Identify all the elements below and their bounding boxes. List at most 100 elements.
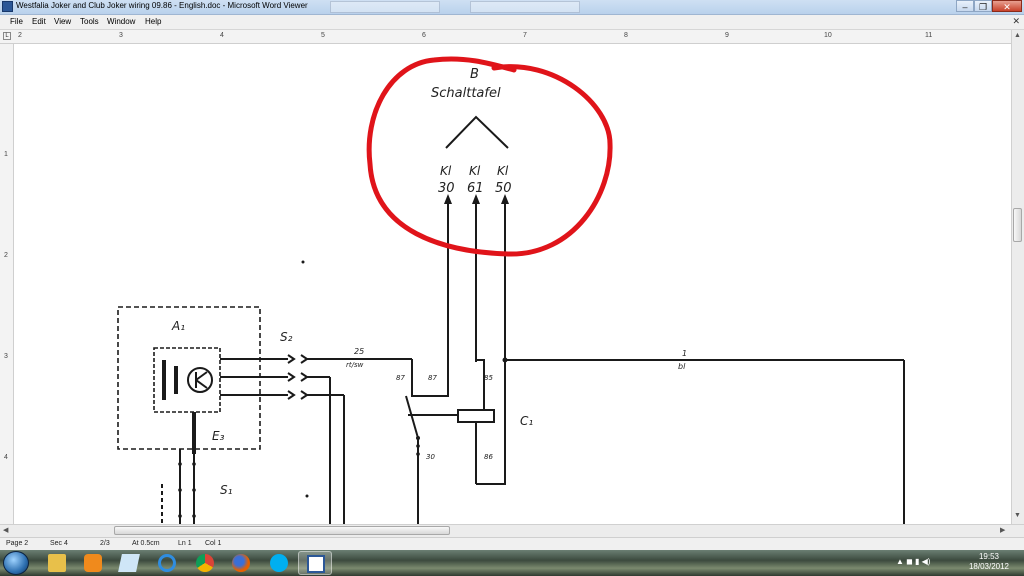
taskbar-explorer[interactable]	[40, 551, 74, 575]
chrome-icon	[196, 554, 214, 572]
pin-87a: 87	[396, 374, 405, 382]
arrow-kl30	[444, 194, 452, 204]
media-player-icon	[84, 554, 102, 572]
page-speck	[301, 260, 305, 264]
firefox-icon	[232, 554, 250, 572]
menu-help[interactable]: Help	[145, 17, 162, 26]
taskbar-internet-explorer[interactable]	[150, 551, 184, 575]
horizontal-ruler[interactable]: L 2 3 4 5 6 7 8 9 10 11	[0, 30, 1024, 44]
scroll-up-icon[interactable]: ▲	[1014, 32, 1021, 39]
ruler-number: 2	[18, 32, 22, 39]
word-viewer-icon	[307, 555, 325, 573]
clock-time: 19:53	[978, 552, 1000, 561]
ruler-number: 9	[725, 32, 729, 39]
start-orb-icon[interactable]	[3, 551, 29, 575]
red-circle-annotation	[366, 56, 613, 257]
minimize-button[interactable]: –	[956, 0, 974, 12]
status-bar: Page 2 Sec 4 2/3 At 0.5cm Ln 1 Col 1	[0, 537, 1024, 551]
tab-selector[interactable]: L	[3, 32, 11, 40]
skype-icon	[270, 554, 288, 572]
scroll-left-icon[interactable]: ◀	[3, 527, 9, 534]
label-s1: S₁	[220, 483, 233, 497]
background-window-tab	[470, 1, 580, 13]
arrow-kl61	[472, 194, 480, 204]
system-tray-icons[interactable]: ▲ ◼ ▮ ◀)	[896, 557, 931, 566]
pin-30: 30	[426, 453, 435, 461]
ruler-number: 1	[4, 151, 8, 158]
title-bar: Westfalia Joker and Club Joker wiring 09…	[0, 0, 1024, 15]
pin-86: 86	[484, 453, 493, 461]
transistor-leads	[195, 371, 208, 389]
taskbar-notepad[interactable]	[112, 551, 146, 575]
status-line: Ln 1	[178, 540, 192, 547]
label-wire-1-color: bl	[678, 362, 686, 371]
relay-87-contacts	[411, 362, 449, 397]
menu-edit[interactable]: Edit	[32, 17, 46, 26]
label-c1: C₁	[520, 414, 533, 428]
vertical-scroll-thumb[interactable]	[1013, 208, 1022, 242]
relay-85-wire	[476, 359, 485, 410]
status-page-count: 2/3	[100, 540, 110, 547]
ruler-number: 4	[220, 32, 224, 39]
taskbar-clock[interactable]: 19:53 18/03/2012	[962, 552, 1016, 572]
menu-view[interactable]: View	[54, 17, 72, 26]
junction-dot	[502, 357, 508, 363]
close-button[interactable]: ✕	[992, 0, 1022, 12]
label-schalttafel: Schalttafel	[431, 86, 501, 101]
terminal-kl-2: Kl	[469, 164, 481, 178]
ruler-number: 2	[4, 252, 8, 259]
relay-coil	[457, 409, 495, 423]
pin-87: 87	[428, 374, 437, 382]
menu-file[interactable]: File	[10, 17, 23, 26]
taskbar-firefox[interactable]	[224, 551, 258, 575]
ruler-number: 8	[624, 32, 628, 39]
label-b: B	[470, 67, 479, 82]
restore-button[interactable]: ❐	[974, 0, 992, 12]
taskbar-word-viewer[interactable]	[298, 551, 332, 575]
notepad-icon	[118, 554, 140, 572]
taskbar-chrome[interactable]	[188, 551, 222, 575]
terminal-30: 30	[438, 181, 455, 196]
internet-explorer-icon	[158, 554, 176, 572]
vertical-ruler[interactable]: 1 2 3 4	[0, 44, 14, 524]
taskbar: ▲ ◼ ▮ ◀) 19:53 18/03/2012	[0, 550, 1024, 576]
terminal-kl-1: Kl	[440, 164, 452, 178]
ruler-number: 6	[422, 32, 426, 39]
menu-bar: File Edit View Tools Window Help ✕	[0, 15, 1024, 30]
terminal-kl-3: Kl	[497, 164, 509, 178]
vertical-scrollbar[interactable]: ▲ ▼	[1011, 30, 1024, 524]
menu-tools[interactable]: Tools	[80, 17, 99, 26]
scroll-down-icon[interactable]: ▼	[1014, 512, 1021, 519]
label-wire-1: 1	[682, 349, 687, 358]
s2-plug-1	[287, 354, 309, 364]
ruler-number: 10	[824, 32, 832, 39]
status-section: Sec 4	[50, 540, 68, 547]
s2-plug-2	[287, 372, 309, 382]
horizontal-scroll-thumb[interactable]	[114, 526, 450, 535]
relay-switch-arm	[405, 395, 419, 439]
relay-pivot	[416, 436, 420, 440]
pin-85: 85	[484, 374, 493, 382]
ruler-number: 3	[4, 353, 8, 360]
label-wire-25: 25	[354, 347, 364, 356]
document-close-icon[interactable]: ✕	[1012, 16, 1020, 26]
taskbar-skype[interactable]	[262, 551, 296, 575]
word-viewer-app-icon[interactable]	[2, 1, 13, 12]
taskbar-media-player[interactable]	[76, 551, 110, 575]
scroll-right-icon[interactable]: ▶	[1000, 527, 1006, 534]
label-a1: A₁	[171, 319, 185, 333]
ruler-number: 3	[119, 32, 123, 39]
relay-return	[476, 360, 506, 485]
folder-icon	[48, 554, 66, 572]
a1-module-box	[153, 347, 221, 413]
label-s2: S₂	[280, 330, 293, 344]
ruler-number: 7	[523, 32, 527, 39]
s2-plug-3	[287, 390, 309, 400]
horizontal-scrollbar[interactable]: ◀ ▶	[0, 524, 1024, 537]
ruler-number: 11	[925, 32, 933, 39]
label-wire-25-color: rt/sw	[346, 361, 364, 369]
terminal-61: 61	[467, 181, 484, 196]
background-window-tab	[330, 1, 440, 13]
status-column: Col 1	[205, 540, 222, 547]
menu-window[interactable]: Window	[107, 17, 136, 26]
